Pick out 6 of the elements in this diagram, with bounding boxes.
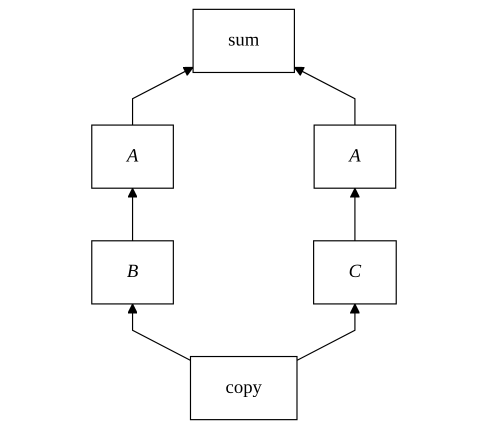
process-box: sum — [192, 8, 295, 74]
process-box: C — [313, 240, 397, 304]
process-box: B — [91, 240, 174, 304]
process-box: copy — [190, 356, 298, 420]
process-box: A — [91, 124, 174, 189]
process-box: A — [314, 124, 396, 189]
